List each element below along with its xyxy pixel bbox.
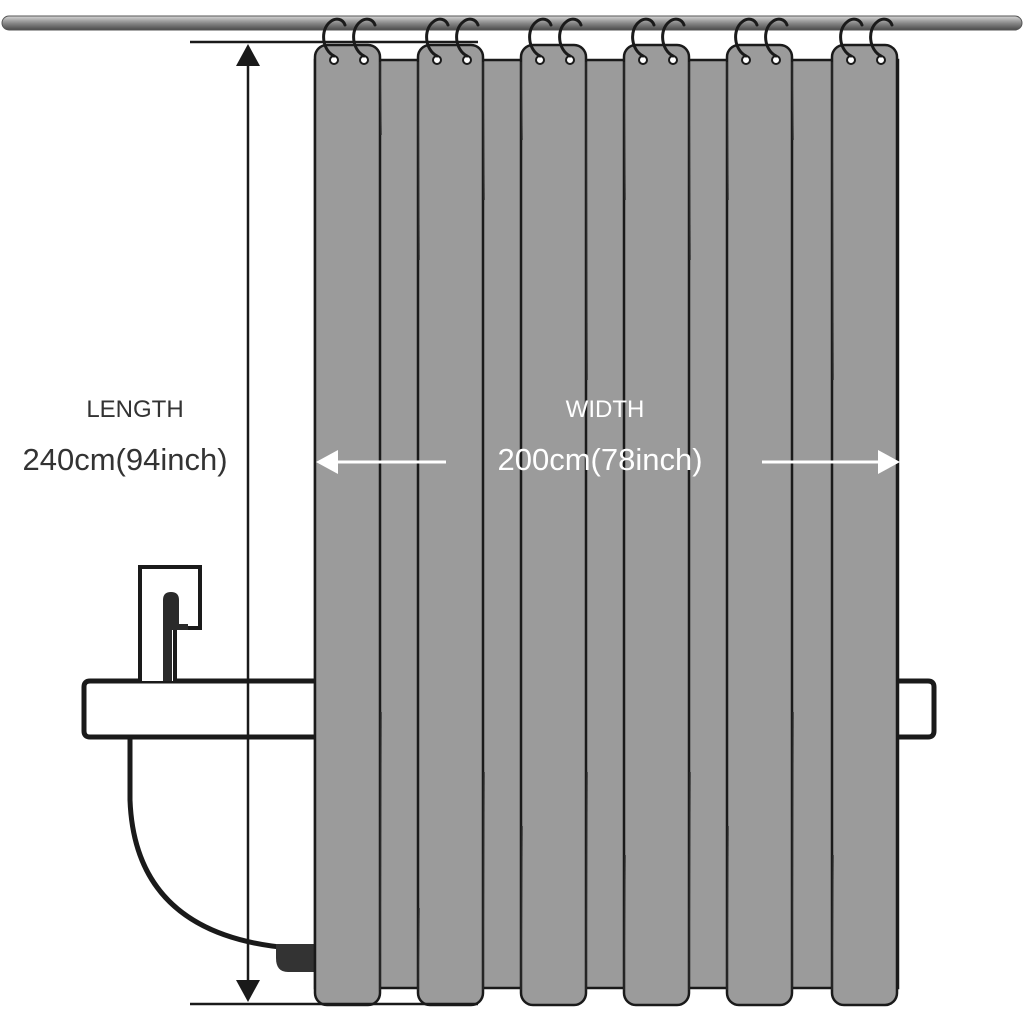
curtain-hooks [322,17,894,58]
length-label: LENGTH [86,396,184,423]
hook-ring-icon [839,17,864,58]
length-arrow-up-icon [236,44,260,66]
curtain-grommets [329,55,886,65]
hook-ring-icon [631,17,656,58]
width-arrow-right-icon [878,450,900,474]
curtain-folds [379,61,834,991]
curtain-body [313,58,900,990]
width-value: 200cm(78inch) [497,442,703,477]
curtain-panel [519,43,588,1007]
width-dimension [316,450,900,474]
hook-ring-icon [455,17,480,58]
curtain-rod [1,15,1023,31]
length-value: 240cm(94inch) [22,442,228,477]
curtain-panel [313,43,382,1007]
length-arrow-down-icon [236,980,260,1002]
faucet-icon [138,565,202,681]
hook-ring-icon [425,17,450,58]
hook-ring-icon [764,17,789,58]
curtain-panel [416,43,485,1007]
hook-ring-icon [352,17,377,58]
curtain-panel [725,43,794,1007]
hook-ring-icon [661,17,686,58]
bathtub-drain [276,944,315,972]
hook-ring-icon [558,17,583,58]
width-label: WIDTH [565,396,645,423]
hook-ring-icon [734,17,759,58]
curtain-panels [313,43,899,1007]
width-arrow-left-icon [316,450,338,474]
curtain-panel [830,43,899,1007]
length-dimension [190,40,478,1006]
hook-ring-icon [869,17,894,58]
hook-ring-icon [528,17,553,58]
bathtub [81,678,937,951]
hook-ring-icon [322,17,347,58]
curtain-panel [622,43,691,1007]
